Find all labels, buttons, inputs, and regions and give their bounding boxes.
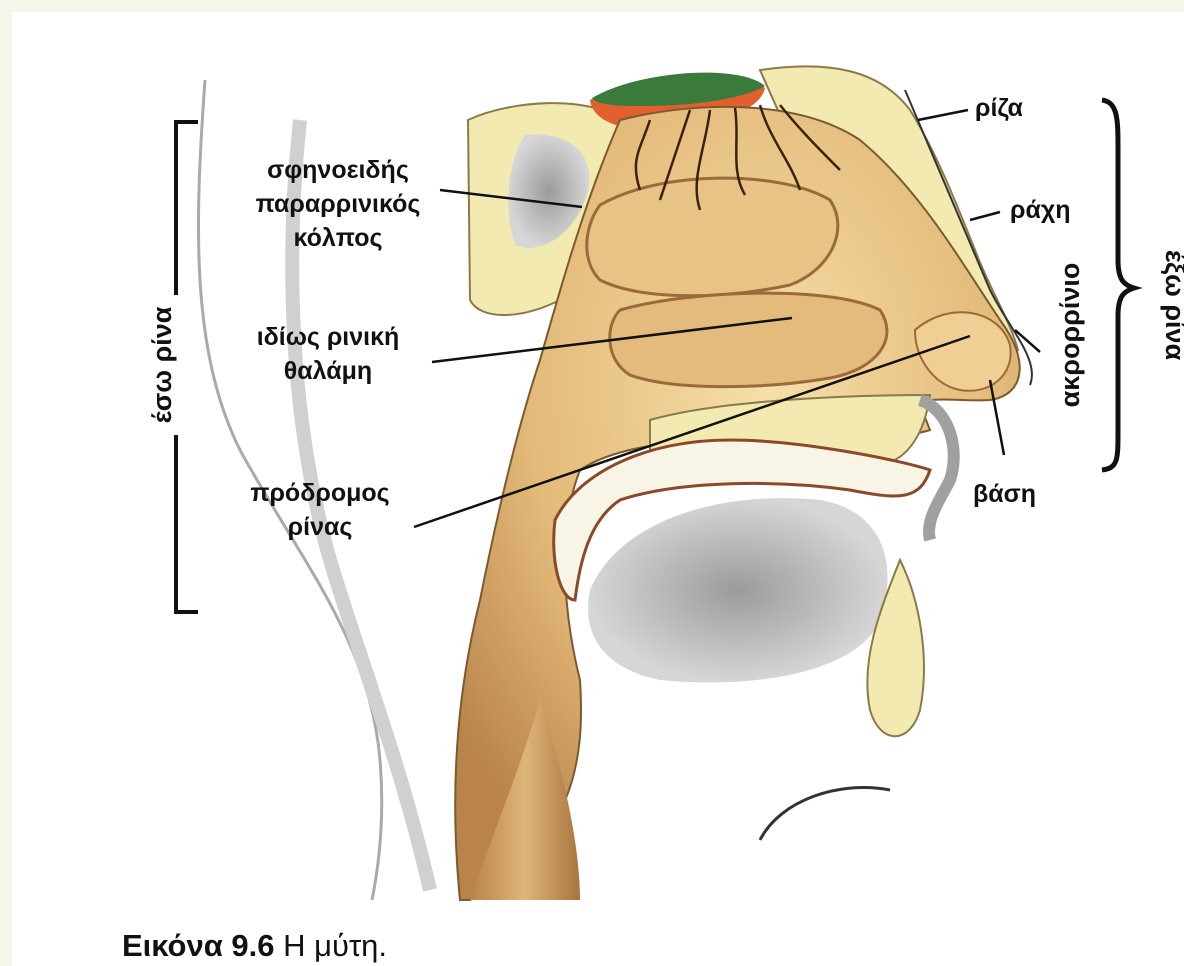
superior-turbinate — [587, 178, 838, 296]
label-sphenoid-line-3: κόλπος — [228, 221, 448, 255]
label-external-nose: έξω ρίνα — [1158, 230, 1184, 380]
label-nasal-cavity-line-2: θαλάμη — [218, 354, 438, 388]
middle-turbinate — [610, 293, 887, 387]
label-sphenoid-line-2: παραρρινικός — [228, 187, 448, 221]
label-nasal-cavity: ιδίως ρινική θαλάμη — [218, 320, 438, 388]
label-sphenoid-line-1: σφηνοειδής — [228, 153, 448, 187]
caption-text: Η μύτη. — [283, 928, 387, 963]
label-dorsum: ράχη — [1010, 193, 1071, 227]
caption-figure-number: Εικόνα 9.6 — [122, 928, 275, 963]
label-base: βάση — [973, 477, 1036, 511]
figure-caption: Εικόνα 9.6 Η μύτη. — [122, 928, 387, 964]
label-tip: ακρορρίνιο — [1053, 255, 1087, 415]
label-sphenoid-sinus: σφηνοειδής παραρρινικός κόλπος — [228, 153, 448, 255]
label-vestibule: πρόδρομος ρίνας — [225, 476, 415, 544]
label-nasal-cavity-line-1: ιδίως ρινική — [218, 320, 438, 354]
label-internal-nose: έσω ρίνα — [145, 295, 179, 435]
label-vestibule-line-2: ρίνας — [225, 510, 415, 544]
label-vestibule-line-1: πρόδρομος — [225, 476, 415, 510]
label-root: ρίζα — [975, 91, 1023, 125]
